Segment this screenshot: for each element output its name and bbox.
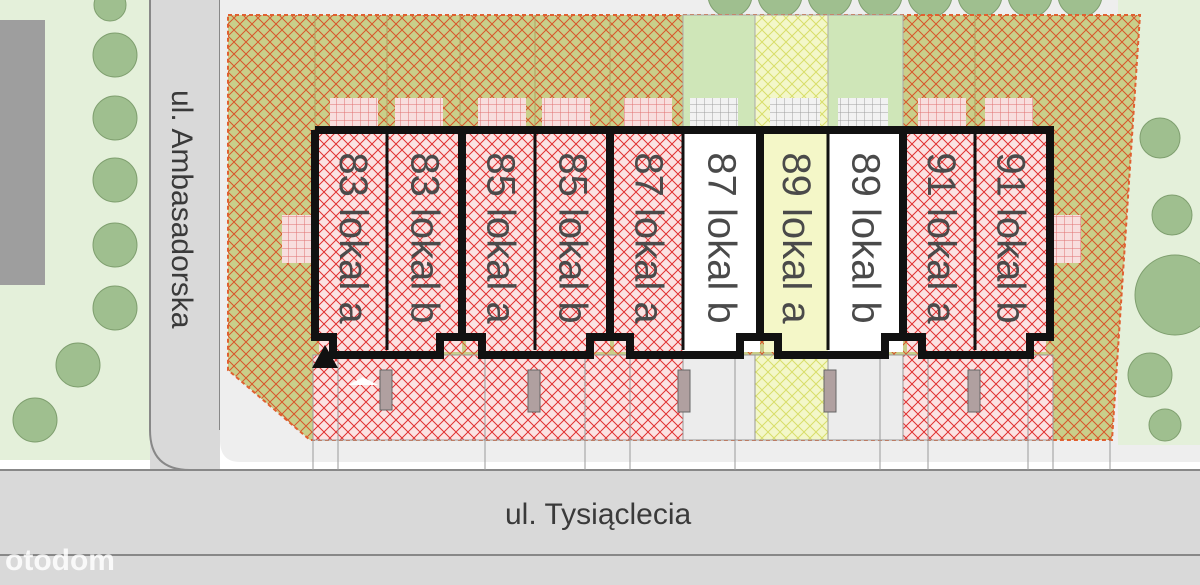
unit-fill-9 xyxy=(907,134,975,352)
terraces xyxy=(282,98,1081,263)
unit-label[interactable]: 89 lokal b xyxy=(844,152,888,323)
trees-top xyxy=(708,0,1102,18)
internal-walls xyxy=(385,134,977,350)
building-gray xyxy=(0,20,45,285)
unit-label[interactable]: 91 lokal b xyxy=(989,152,1033,323)
unit-fill-3 xyxy=(466,134,535,352)
street-label-ambasadorska: ul. Ambasadorska xyxy=(165,90,198,329)
building-walls xyxy=(311,126,1054,359)
unit-label[interactable]: 87 lokal b xyxy=(700,152,744,323)
street-label-tysiaclecia: ul. Tysiąclecia xyxy=(505,498,692,531)
trees-right xyxy=(1127,117,1200,442)
unit-label[interactable]: 83 lokal a xyxy=(331,152,375,324)
entrance-arrow-icon xyxy=(348,377,378,385)
unit-fill-10 xyxy=(975,134,1046,352)
unit-label[interactable]: 87 lokal a xyxy=(627,152,671,324)
entrance-marker-icon xyxy=(312,345,338,368)
unit-fill-7 xyxy=(764,134,828,352)
unit-fill-5 xyxy=(614,134,683,352)
unit-fill-2 xyxy=(387,134,462,352)
unit-labels: 83 lokal a 83 lokal b 85 lokal a 85 lokal b… xyxy=(331,152,1033,324)
unit-label[interactable]: 89 lokal a xyxy=(774,152,818,324)
unit-fill-6 xyxy=(683,134,760,352)
unit-fill-8 xyxy=(828,134,903,352)
unit-fills xyxy=(319,134,1046,352)
trees-left xyxy=(12,0,138,443)
unit-label[interactable]: 85 lokal b xyxy=(551,152,595,323)
unit-label[interactable]: 85 lokal a xyxy=(479,152,523,324)
parking-slots xyxy=(379,369,981,413)
unit-label[interactable]: 83 lokal b xyxy=(403,152,447,323)
garden-dividers xyxy=(314,15,976,130)
unit-fill-4 xyxy=(535,134,610,352)
unit-fill-1 xyxy=(319,134,387,352)
watermark-logo: otodom xyxy=(5,544,115,577)
unit-label[interactable]: 91 lokal a xyxy=(919,152,963,324)
